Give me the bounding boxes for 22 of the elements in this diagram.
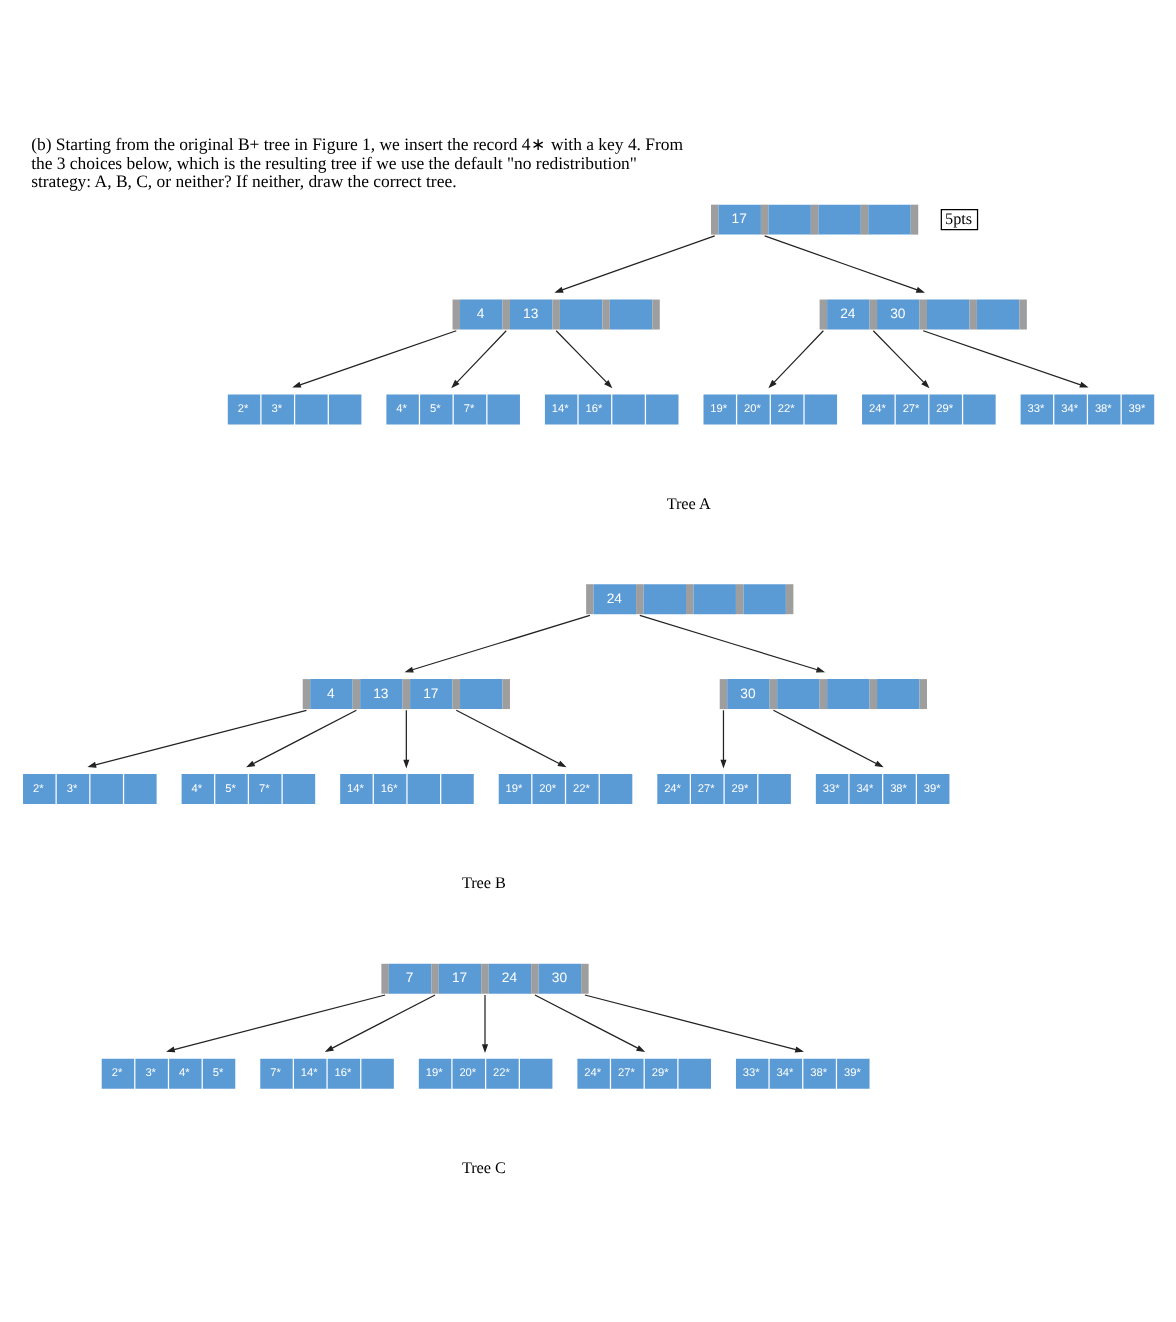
arrow xyxy=(455,709,567,768)
arrow xyxy=(772,709,884,768)
arrow xyxy=(764,235,925,293)
arrow xyxy=(639,614,826,673)
arrow xyxy=(166,994,386,1053)
arrow xyxy=(324,994,436,1053)
arrow xyxy=(922,330,1089,388)
arrow xyxy=(246,709,358,768)
arrow xyxy=(481,994,489,1054)
arrow xyxy=(403,709,410,769)
arrow xyxy=(87,709,308,768)
arrow xyxy=(584,994,804,1053)
arrow xyxy=(292,330,457,388)
arrow xyxy=(534,994,646,1053)
arrow xyxy=(404,614,591,673)
arrow xyxy=(768,330,824,389)
arrow xyxy=(451,330,507,389)
arrow xyxy=(555,330,613,389)
arrow xyxy=(554,235,716,293)
arrow xyxy=(872,330,930,389)
diagram-title: (b) Starting from the original B+ tree in Figure 1, we insert the record 4∗ with a key 4. From the 3 choices below, which is the resulting tree if we use the default "no redistribution" strategy: A, B, C, or neither? If neither, draw the correct tree. xyxy=(31,133,684,192)
arrow xyxy=(720,709,727,769)
